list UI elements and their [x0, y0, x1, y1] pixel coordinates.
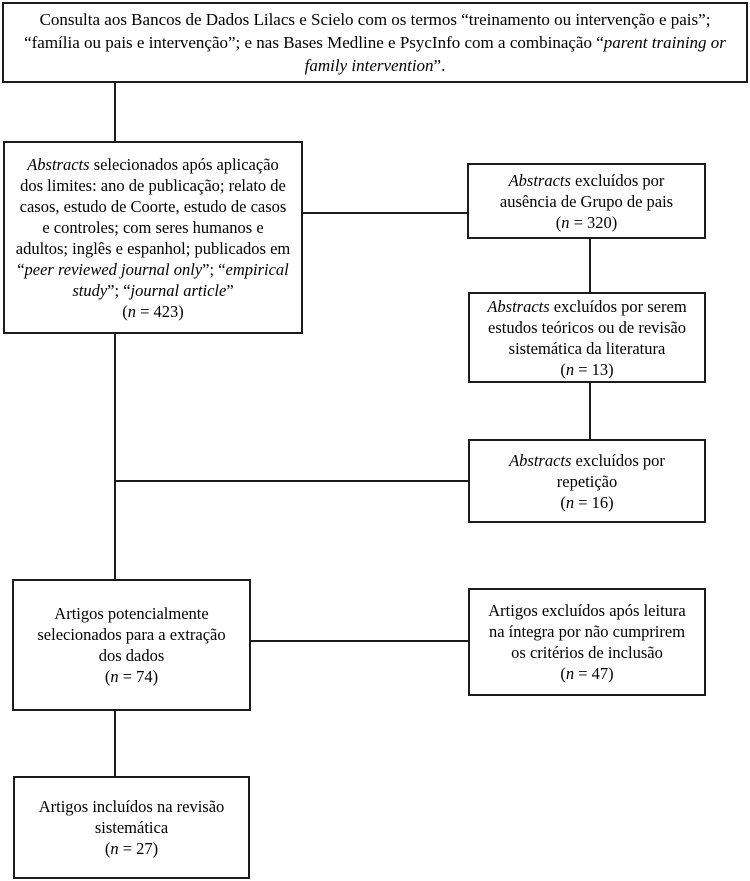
- abstracts-selected-box: Abstracts selecionados após aplicação do…: [3, 141, 303, 334]
- connector-selected-to-potential: [114, 334, 116, 579]
- excluded-no-parent-group-box: Abstracts excluídos por ausência de Grup…: [467, 163, 706, 239]
- connector-selected-to-excluded1: [303, 212, 467, 214]
- connector-main-to-excluded3: [116, 480, 468, 482]
- excluded-theoretical-studies-box: Abstracts excluídos por serem estudos te…: [468, 292, 706, 383]
- source-query-box: Consulta aos Bancos de Dados Lilacs e Sc…: [2, 2, 748, 83]
- included-articles-box: Artigos incluídos na revisão sistemática…: [13, 776, 250, 879]
- connector-potential-to-excluded4: [251, 640, 468, 642]
- excluded-repetition-box: Abstracts excluídos por repetição(n = 16…: [468, 439, 706, 523]
- connector-potential-to-included: [114, 711, 116, 776]
- connector-excluded2-to-excluded3: [589, 383, 591, 439]
- connector-source-to-selected: [114, 83, 116, 141]
- connector-excluded1-to-excluded2: [589, 239, 591, 292]
- excluded-full-text-box: Artigos excluídos após leitura na íntegr…: [468, 588, 706, 696]
- potential-articles-box: Artigos potencialmente selecionados para…: [12, 579, 251, 711]
